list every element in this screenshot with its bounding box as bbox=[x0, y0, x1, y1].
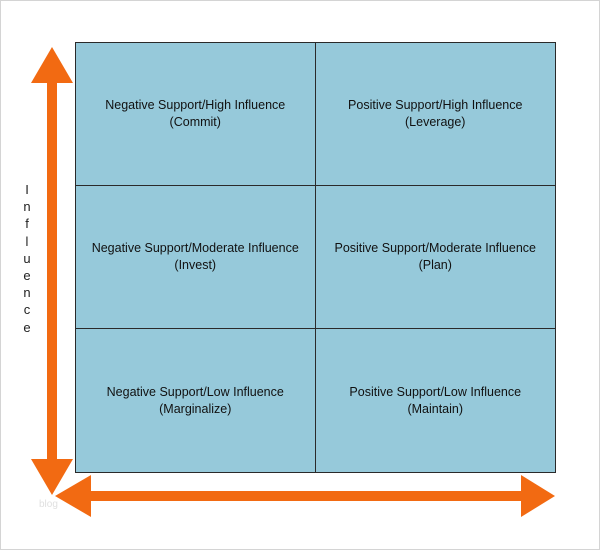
horizontal-axis-arrow-icon bbox=[55, 475, 555, 517]
axis-label-letter: n bbox=[23, 285, 31, 301]
cell-title: Negative Support/Low Influence bbox=[106, 384, 284, 399]
axis-label-letter: e bbox=[23, 268, 31, 284]
axis-label-letter: l bbox=[25, 233, 29, 249]
axis-label-letter: u bbox=[23, 250, 31, 266]
cell-negative-high: Negative Support/High Influence (Commit) bbox=[76, 43, 316, 186]
axis-label-letter: n bbox=[23, 199, 31, 215]
cell-strategy: (Leverage) bbox=[405, 115, 466, 129]
cell-positive-moderate: Positive Support/Moderate Influence (Pla… bbox=[315, 186, 555, 329]
axis-label-letter: f bbox=[25, 216, 29, 232]
cell-strategy: (Maintain) bbox=[407, 401, 464, 416]
cell-positive-low: Positive Support/Low Influence (Maintain… bbox=[315, 329, 555, 472]
influence-support-grid: Negative Support/High Influence (Commit)… bbox=[75, 42, 556, 473]
axis-label-letter: c bbox=[23, 302, 31, 318]
axis-label-letter: e bbox=[23, 319, 31, 335]
cell-strategy: (Commit) bbox=[169, 115, 221, 129]
axis-label-letter: I bbox=[25, 182, 29, 197]
cell-title: Positive Support/Low Influence bbox=[349, 384, 522, 399]
vertical-axis-arrow-icon bbox=[31, 47, 73, 495]
cell-title: Positive Support/Moderate Influence bbox=[334, 241, 536, 255]
cell-strategy: (Invest) bbox=[174, 258, 217, 272]
cell-negative-low: Negative Support/Low Influence (Marginal… bbox=[76, 329, 316, 472]
cell-negative-moderate: Negative Support/Moderate Influence (Inv… bbox=[76, 186, 316, 329]
cell-title: Positive Support/High Influence bbox=[348, 98, 523, 112]
cell-title: Negative Support/Moderate Influence bbox=[91, 241, 299, 255]
cell-positive-high: Positive Support/High Influence (Leverag… bbox=[315, 43, 555, 186]
cell-title: Negative Support/High Influence bbox=[105, 98, 286, 112]
cell-strategy: (Marginalize) bbox=[159, 401, 232, 416]
cell-strategy: (Plan) bbox=[418, 258, 452, 272]
watermark: blog bbox=[39, 499, 58, 510]
